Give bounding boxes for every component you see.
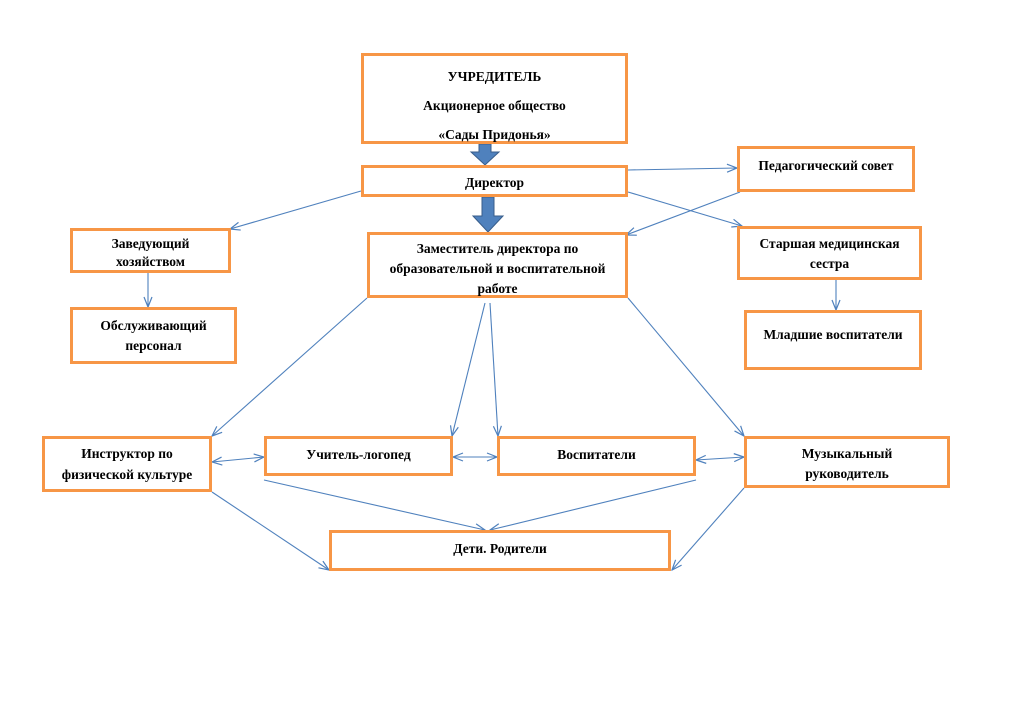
pedagogical-council-label: Педагогический совет	[758, 158, 894, 173]
service-staff-line-2: персонал	[125, 338, 182, 353]
founder-line-2: Акционерное общество	[423, 98, 566, 113]
founder-title: УЧРЕДИТЕЛЬ	[447, 69, 542, 84]
senior-nurse-line-1: Старшая медицинская	[759, 236, 900, 251]
arrow-director-housekeeper	[230, 190, 362, 229]
educators-box: Воспитатели	[497, 436, 696, 476]
deputy-director-line-3: работе	[477, 281, 518, 296]
housekeeping-head-line-1: Заведующий	[111, 236, 190, 251]
arrow-instructor-children	[211, 491, 329, 570]
arrow-deputy-music	[627, 297, 744, 436]
deputy-director-box: Заместитель директора по образовательной…	[367, 232, 628, 298]
arrow-director-council	[627, 168, 737, 170]
director-label: Директор	[464, 175, 525, 190]
block-arrow-director-deputy	[471, 196, 505, 233]
speech-therapist-label: Учитель-логопед	[306, 447, 411, 462]
director-box: Директор	[361, 165, 628, 197]
children-parents-box: Дети. Родители	[329, 530, 671, 571]
arrow-instructor-speech	[212, 457, 264, 462]
pe-instructor-line-2: физической культуре	[61, 467, 193, 482]
deputy-director-line-2: образовательной и воспитательной	[389, 261, 606, 276]
speech-therapist-box: Учитель-логопед	[264, 436, 453, 476]
founder-line-3: «Сады Придонья»	[438, 127, 551, 142]
service-staff-line-1: Обслуживающий	[100, 318, 207, 333]
junior-educators-box: Младшие воспитатели	[744, 310, 922, 370]
music-director-line-2: руководитель	[805, 466, 889, 481]
arrow-music-children	[672, 487, 745, 570]
arrow-director-nurse	[627, 191, 742, 226]
arrow-educators-music	[696, 457, 744, 460]
service-staff-box: Обслуживающий персонал	[70, 307, 237, 364]
pedagogical-council-box: Педагогический совет	[737, 146, 915, 192]
arrow-deputy-educators	[489, 302, 498, 436]
deputy-director-line-1: Заместитель директора по	[416, 241, 579, 256]
senior-nurse-box: Старшая медицинская сестра	[737, 226, 922, 280]
arrow-deputy-instructor	[212, 297, 368, 436]
junior-educators-label: Младшие воспитатели	[763, 327, 903, 342]
pe-instructor-line-1: Инструктор по	[81, 446, 173, 461]
housekeeping-head-line-2: хозяйством	[115, 254, 185, 269]
educators-label: Воспитатели	[557, 447, 636, 462]
pe-instructor-box: Инструктор по физической культуре	[42, 436, 212, 492]
children-parents-label: Дети. Родители	[453, 541, 547, 556]
arrow-deputy-speech	[452, 302, 486, 436]
arrow-speech-children	[263, 479, 485, 530]
arrow-educators-children	[490, 479, 697, 530]
music-director-box: Музыкальный руководитель	[744, 436, 950, 488]
housekeeping-head-box: Заведующий хозяйством	[70, 228, 231, 273]
arrow-council-deputy	[626, 191, 741, 235]
senior-nurse-line-2: сестра	[809, 256, 850, 271]
founder-box: УЧРЕДИТЕЛЬ Акционерное общество «Сады Пр…	[361, 53, 628, 144]
music-director-line-1: Музыкальный	[801, 446, 893, 461]
block-arrow-founder-director	[469, 143, 501, 166]
